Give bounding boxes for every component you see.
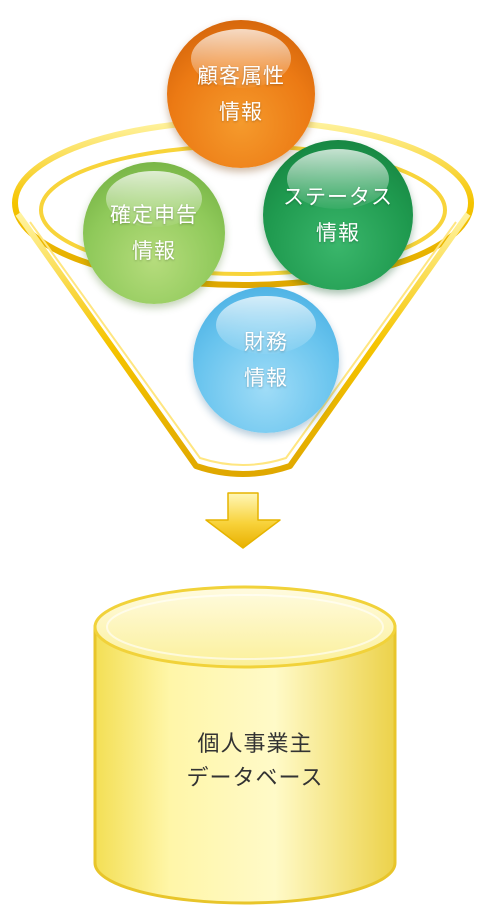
database-label-line2: データベース [186,766,324,791]
database-cylinder [93,585,397,905]
funnel-body [15,212,471,477]
financial-info-ball: 財務 情報 [193,287,339,433]
tax-return-label-line2: 情報 [132,239,176,263]
funnel-body-inner [29,221,457,466]
finance-label-line1: 財務 [244,330,288,354]
tax-return-label-line1: 確定申告 [110,203,198,227]
database-label: 個人事業主 データベース [120,728,390,796]
cylinder-top [93,585,397,669]
status-label-line1: ステータス [283,185,393,209]
customer-label-line1: 顧客属性 [197,64,285,88]
status-label-line2: 情報 [316,221,360,245]
down-arrow-icon [205,492,281,549]
customer-attribute-info-ball: 顧客属性 情報 [167,20,315,168]
cylinder-body [93,625,397,905]
status-info-ball: ステータス 情報 [263,140,413,290]
customer-label-line2: 情報 [219,100,263,124]
database-label-line1: 個人事業主 [197,732,313,757]
tax-return-info-ball: 確定申告 情報 [83,162,225,304]
finance-label-line2: 情報 [244,366,288,390]
